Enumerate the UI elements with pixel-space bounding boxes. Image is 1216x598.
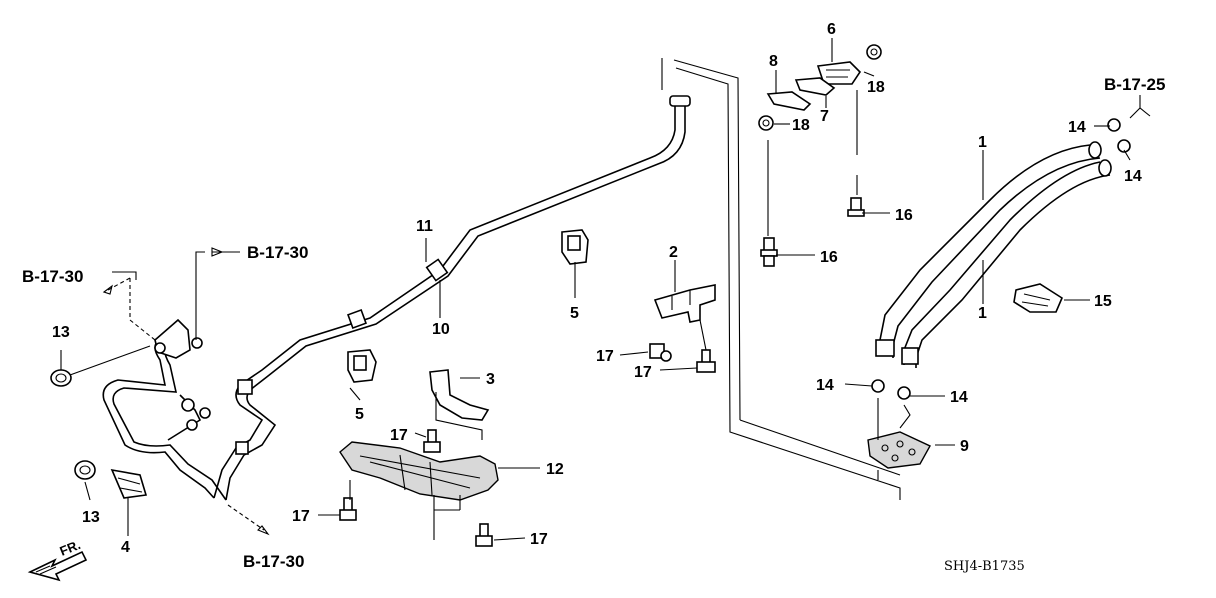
bracket-part-8	[766, 91, 812, 111]
front-arrow-icon	[27, 550, 88, 582]
bolt-part-18-lower	[758, 115, 774, 131]
leader-lines	[60, 38, 1131, 541]
nut-part-14-c	[871, 379, 885, 393]
part-label-17d: 17	[292, 508, 310, 525]
bolt-part-17-c	[423, 429, 441, 453]
part-label-14b: 14	[1124, 168, 1142, 185]
bolt-part-17-d	[339, 497, 357, 521]
cover-part-12	[339, 441, 499, 501]
part-label-5b: 5	[355, 406, 364, 423]
part-label-14d: 14	[950, 389, 968, 406]
nut-part-14-b	[1117, 139, 1131, 153]
nut-part-14-d	[897, 386, 911, 400]
reference-arrows	[102, 95, 1151, 536]
part-label-2: 2	[669, 244, 678, 261]
bracket-part-2	[653, 284, 716, 323]
part-label-18b: 18	[792, 117, 810, 134]
part-label-13a: 13	[52, 324, 70, 341]
part-label-6: 6	[827, 21, 836, 38]
clip-part-15	[1013, 283, 1064, 313]
part-label-16a: 16	[895, 207, 913, 224]
bracket-part-7	[794, 77, 836, 96]
ref-label-top-left: B-17-30	[22, 267, 83, 286]
nut-part-14-a	[1107, 118, 1121, 132]
bolt-part-17-b	[696, 349, 716, 373]
part-labels: 1 1 2 3 4 5 5 6 7 8 9 10 11 12 13 13 14 …	[52, 21, 1142, 556]
part-label-1a: 1	[978, 134, 987, 151]
part-label-1b: 1	[978, 305, 987, 322]
front-indicator-label: FR.	[58, 537, 83, 559]
bolt-part-16-upper	[847, 197, 865, 217]
bolt-part-16-lower	[760, 237, 778, 267]
part-label-7: 7	[820, 108, 829, 125]
part-label-17b: 17	[634, 364, 652, 381]
ref-label-bottom: B-17-30	[243, 552, 304, 571]
ref-label-right: B-17-25	[1104, 75, 1165, 94]
part-label-8: 8	[769, 53, 778, 70]
pipe-assembly-right	[875, 141, 1112, 368]
bolt-part-18-upper	[866, 44, 882, 60]
assembly-boundary	[661, 58, 901, 500]
part-label-5a: 5	[570, 305, 579, 322]
part-label-14a: 14	[1068, 119, 1086, 136]
clip-part-4	[110, 468, 148, 499]
part-label-3: 3	[486, 371, 495, 388]
clip-part-5-upper	[561, 229, 589, 265]
pipe-assembly-left	[213, 95, 691, 501]
part-label-17e: 17	[530, 531, 548, 548]
part-label-17a: 17	[596, 348, 614, 365]
part-label-17c: 17	[390, 427, 408, 444]
part-label-4: 4	[121, 539, 130, 556]
ref-label-top-mid: B-17-30	[247, 243, 308, 262]
diagram-code: SHJ4-B1735	[944, 559, 1025, 574]
part-label-10: 10	[432, 321, 450, 338]
part-label-14c: 14	[816, 377, 834, 394]
grommet-part-13-upper	[50, 369, 72, 387]
part-label-18a: 18	[867, 79, 885, 96]
pipe-joint-top-left	[154, 318, 203, 359]
bolt-part-17-e	[475, 523, 493, 547]
reference-labels: B-17-30 B-17-30 B-17-30 B-17-25	[22, 75, 1165, 571]
part-label-11: 11	[416, 218, 433, 235]
clip-part-5-lower	[347, 349, 377, 383]
part-label-15: 15	[1094, 293, 1112, 310]
grommet-part-13-lower	[74, 460, 96, 480]
bolts	[339, 44, 1131, 547]
part-label-16b: 16	[820, 249, 838, 266]
part-label-13b: 13	[82, 509, 100, 526]
part-label-12: 12	[546, 461, 564, 478]
bolt-part-17-a	[649, 343, 672, 362]
part-label-9: 9	[960, 438, 969, 455]
pad-part-9	[867, 431, 931, 469]
